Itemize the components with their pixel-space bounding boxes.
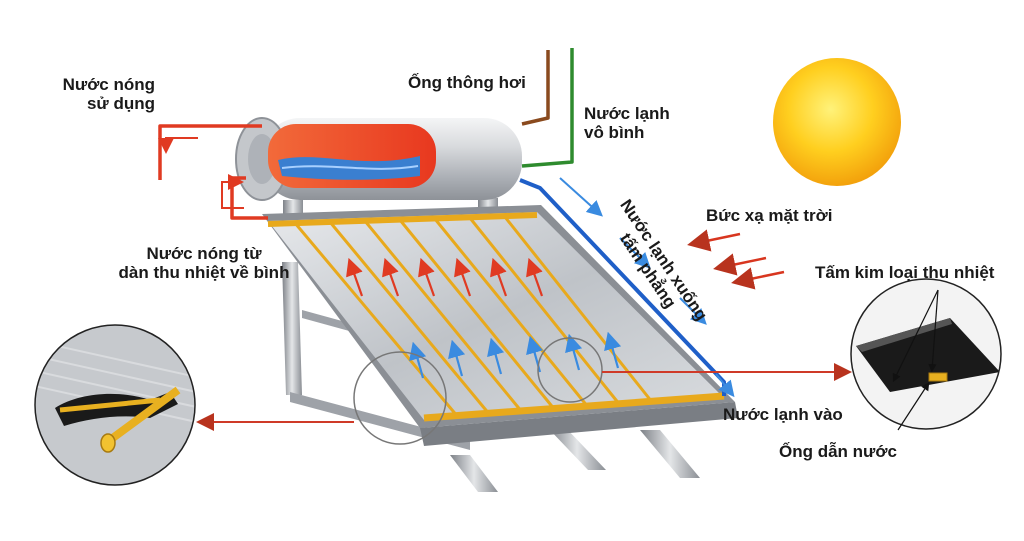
label-cold-water-in-tank: Nước lạnh vô bình: [584, 104, 670, 142]
vent-pipe: [521, 50, 550, 126]
cold-inlet-pipe: [521, 48, 574, 168]
hot-water-out-pipe: [158, 124, 262, 180]
label-water-pipe: Ống dẫn nước: [779, 442, 897, 461]
label-hot-water-from-collector: Nước nóng từ dàn thu nhiệt về bình: [118, 244, 290, 282]
magnified-pipe-cross-section-icon: [34, 324, 196, 486]
label-hot-water-use: Nước nóng sử dụng: [62, 75, 155, 113]
storage-tank-icon: [235, 117, 522, 201]
zoom-region-right: [537, 337, 603, 403]
zoom-region-left: [353, 351, 447, 445]
label-cold-water-inlet: Nước lạnh vào: [723, 405, 843, 424]
label-heat-absorber-plate: Tấm kim loại thu nhiệt: [815, 263, 995, 282]
label-vent-pipe: Ống thông hơi: [408, 73, 526, 92]
sun-icon: [773, 58, 901, 186]
label-solar-radiation: Bức xạ mặt trời: [706, 206, 833, 225]
radiation-arrows: [687, 229, 785, 290]
magnified-absorber-plate-icon: [850, 278, 1002, 431]
